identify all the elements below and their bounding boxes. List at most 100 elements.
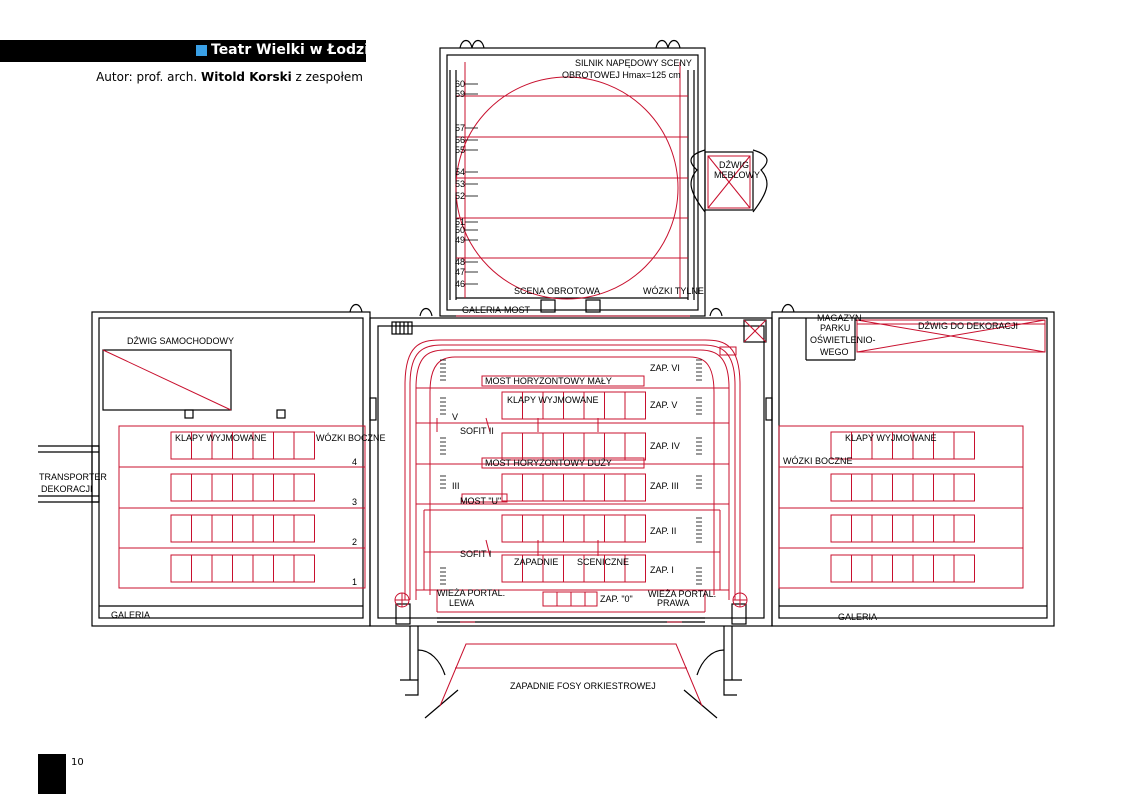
trap-cell-right — [953, 554, 975, 583]
label-magazyn-1: MAGAZYN — [817, 313, 862, 323]
trap-cell-center — [604, 391, 626, 420]
trap-cell-left — [191, 514, 213, 543]
label-galeria-most: GALERIA-MOST — [462, 305, 531, 315]
trap-cell-right — [912, 473, 934, 502]
trap-cell-left — [293, 514, 315, 543]
trap-cell-right — [912, 514, 934, 543]
trap-cell-center — [542, 473, 564, 502]
trap-cell-left — [191, 473, 213, 502]
label-magazyn-4: WEGO — [820, 347, 849, 357]
label-zapadnie-1: ZAPADNIE — [514, 557, 558, 567]
stage-mark-label: 48 — [455, 257, 465, 267]
trap-cell-left — [293, 554, 315, 583]
label-galeria-left: GALERIA — [111, 610, 150, 620]
label-row-2: 2 — [352, 537, 357, 547]
label-dzwig-samochodowy: DŹWIG SAMOCHODOWY — [127, 336, 234, 346]
trap-cell-left — [232, 473, 254, 502]
stage-mark-label: 50 — [455, 225, 465, 235]
label-wozki-boczne-left: WÓZKI BOCZNE — [316, 433, 386, 443]
trap-cell-right — [892, 514, 914, 543]
trap-cell-left — [273, 514, 295, 543]
label-zap-ii: ZAP. II — [650, 526, 676, 536]
title-square-icon — [196, 45, 207, 56]
trap-cell-center — [604, 473, 626, 502]
label-dzwig-dekoracji: DŹWIG DO DEKORACJI — [918, 321, 1018, 331]
trap-cell-right — [892, 554, 914, 583]
trap-cell-left — [211, 473, 233, 502]
trap-cell-left — [293, 473, 315, 502]
label-klapy-right: KLAPY WYJMOWANE — [845, 433, 937, 443]
trap-cell-center — [542, 514, 564, 543]
trap-cell-right — [830, 554, 852, 583]
label-sofit-i: SOFIT I — [460, 549, 491, 559]
trap-cell-left — [273, 554, 295, 583]
label-zap-0: ZAP. "0" — [600, 594, 633, 604]
trap-cell-right — [851, 473, 873, 502]
label-zap-iii: ZAP. III — [650, 481, 679, 491]
trap-cell-right — [912, 554, 934, 583]
label-wieza-lewa-1: WIEŻA PORTAL. — [437, 588, 505, 598]
label-zap-v: ZAP. V — [650, 400, 677, 410]
side-hatches — [440, 359, 702, 585]
label-wozki-tylne: WÓZKI TYLNE — [643, 286, 704, 296]
trap-cell-center — [522, 514, 544, 543]
stage-mark-label: 56 — [455, 135, 465, 145]
trap-cell-center — [563, 432, 585, 461]
trap-cell-center — [542, 432, 564, 461]
label-zapadnie-2: SCENICZNE — [577, 557, 629, 567]
trap-cell-center — [501, 432, 523, 461]
trap-cell-center — [522, 473, 544, 502]
label-zap-i: ZAP. I — [650, 565, 674, 575]
label-transporter-1: TRANSPORTER — [39, 472, 107, 482]
trap-cell-left — [211, 514, 233, 543]
title-bar: Teatr Wielki w Łodzi — [0, 40, 370, 62]
trap-cell-right — [871, 554, 893, 583]
trap-cell-right — [830, 473, 852, 502]
trap-cell-center — [624, 514, 646, 543]
trap-cell-left — [273, 431, 295, 460]
trap-cell-right — [871, 473, 893, 502]
trap-cell-center — [624, 391, 646, 420]
label-most-u: MOST "U" — [460, 496, 501, 506]
label-transporter-2: DEKORACJI — [41, 484, 93, 494]
trap-cell-center — [501, 473, 523, 502]
trap-cell-center — [624, 473, 646, 502]
label-wieza-prawa-2: PRAWA — [657, 598, 689, 608]
label-row-1: 1 — [352, 577, 357, 587]
stage-mark-label: 47 — [455, 267, 465, 277]
label-galeria-right: GALERIA — [838, 612, 877, 622]
label-zap-vi: ZAP. VI — [650, 363, 680, 373]
label-zap-iv: ZAP. IV — [650, 441, 680, 451]
label-zapadnie-fosy: ZAPADNIE FOSY ORKIESTROWEJ — [510, 681, 656, 691]
stage-mark-label: 59 — [455, 89, 465, 99]
stage-mark-label: 49 — [455, 235, 465, 245]
label-wozki-boczne-right: WÓZKI BOCZNE — [783, 456, 853, 466]
trap-cell-left — [211, 554, 233, 583]
label-wieza-prawa-1: WIEŻA PORTAL. — [648, 589, 716, 599]
page-number: 10 — [71, 757, 84, 768]
label-klapy-center: KLAPY WYJMOWANE — [507, 395, 599, 405]
trap-cell-right — [933, 431, 955, 460]
label-sofit-ii: SOFIT II — [460, 426, 494, 436]
trap-cell-right — [871, 514, 893, 543]
stage-mark-label: 60 — [455, 79, 465, 89]
stage-mark-label: 54 — [455, 167, 465, 177]
author-name: Witold Korski — [200, 70, 292, 84]
trap-cell-right — [933, 514, 955, 543]
trap-cell-center — [522, 432, 544, 461]
stage-mark-label: 51 — [455, 217, 465, 227]
trap-cell-center — [583, 432, 605, 461]
trap-cell-center — [501, 514, 523, 543]
trap-cell-center — [624, 432, 646, 461]
label-magazyn-3: OŚWIETLENIO- — [810, 334, 876, 345]
page-title: Teatr Wielki w Łodzi — [211, 42, 370, 58]
label-silnik-2: OBROTOWEJ Hmax=125 cm — [562, 70, 681, 80]
trap-cell-center — [563, 473, 585, 502]
trap-cell-left — [273, 473, 295, 502]
trap-cell-right — [953, 473, 975, 502]
trap-cell-left — [232, 514, 254, 543]
trap-cell-center — [604, 432, 626, 461]
trap-cell-center — [624, 554, 646, 583]
